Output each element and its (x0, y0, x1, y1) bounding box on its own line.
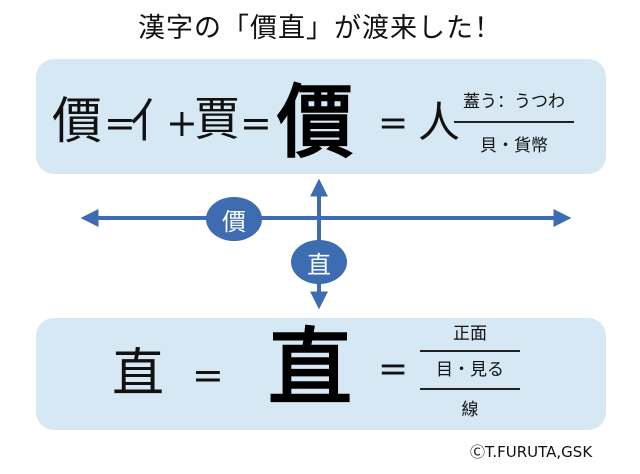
top-panel (36, 59, 606, 174)
bottom-line2: 目・見る (436, 360, 504, 380)
top-numerator: 蓋う：うつわ (463, 92, 565, 112)
diagram-title: 漢字の「價直」が渡来した！ (138, 13, 502, 44)
top-plus: + (166, 101, 198, 145)
top-result-char: 人 (418, 98, 461, 147)
bottom-char: 直 (112, 344, 165, 404)
top-seal-char: 價 (277, 75, 353, 169)
top-eq2: = (240, 101, 272, 145)
bottom-eq2: = (378, 349, 409, 390)
bottom-line1: 正面 (453, 324, 487, 344)
top-fraction-line (454, 121, 574, 123)
bottom-eq1: = (192, 353, 224, 397)
bottom-fraction-line-2 (420, 388, 520, 390)
horizontal-axis-label: 價 (206, 197, 262, 241)
top-radical: 亻 (130, 94, 176, 148)
bottom-panel (36, 318, 606, 430)
top-eq1: = (104, 101, 136, 145)
top-denominator: 貝・貨幣 (480, 136, 548, 156)
top-eq3: = (378, 103, 409, 144)
top-component: 賈 (194, 92, 240, 146)
bottom-line3: 線 (461, 400, 479, 420)
vertical-axis-label: 直 (291, 240, 347, 284)
top-char: 價 (52, 92, 102, 150)
copyright-text: ⒸT.FURUTA,GSK (470, 443, 593, 461)
bottom-seal-char: 直 (268, 318, 353, 417)
bottom-fraction-line-1 (420, 350, 520, 352)
